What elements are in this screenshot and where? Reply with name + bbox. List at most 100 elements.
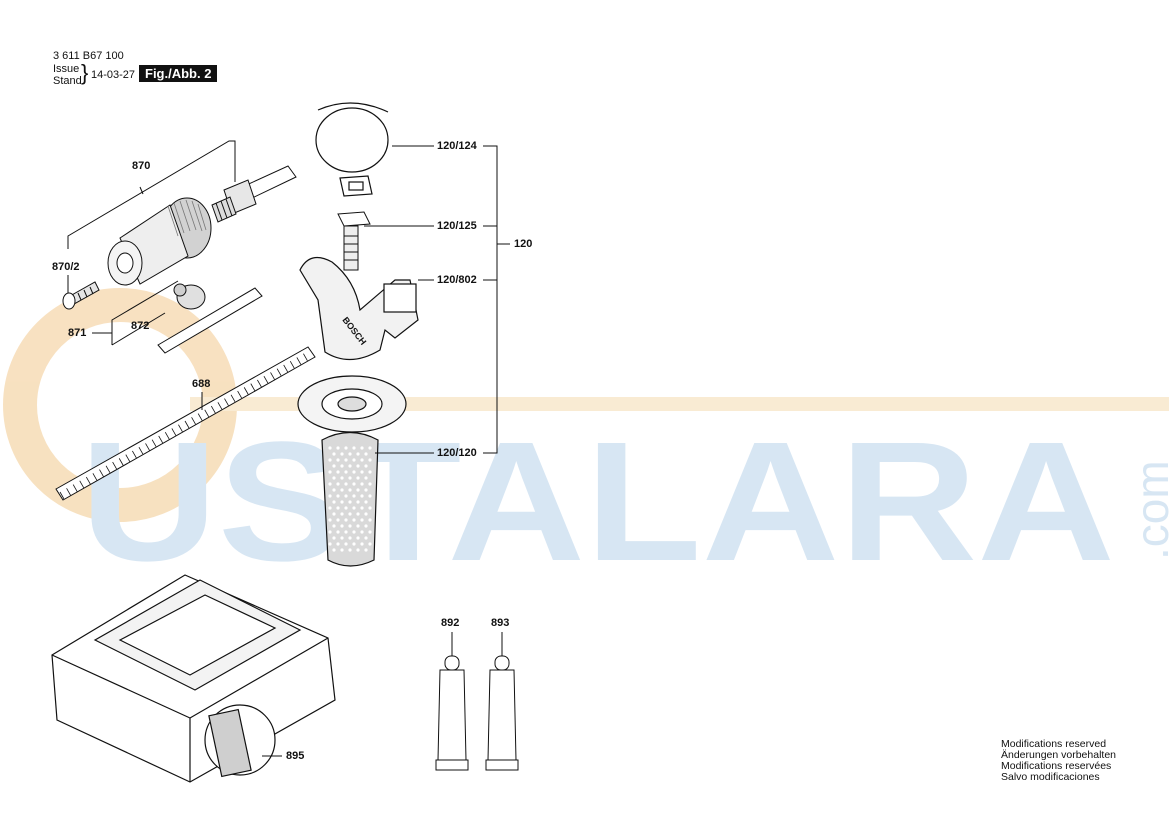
rod-tick: [178, 424, 183, 432]
rod-tick: [79, 480, 85, 488]
grip-texture-dot: [328, 530, 332, 534]
grip-texture-dot: [328, 446, 332, 450]
rod-tick: [283, 364, 289, 373]
grip-texture-dot: [336, 530, 340, 534]
grease-tube-893: [485, 632, 519, 771]
rod-tick: [132, 450, 137, 459]
grip-texture-dot: [352, 494, 356, 498]
grip-texture-dot: [360, 506, 364, 510]
modifications-notice: Modifications reserved Änderungen vorbeh…: [1001, 739, 1116, 783]
carrying-case-part: [51, 574, 336, 783]
grip-texture-dot: [344, 470, 348, 474]
grip-texture-dot: [368, 530, 372, 534]
grip-texture-dot: [368, 542, 372, 546]
grip-texture-dot: [344, 530, 348, 534]
rod-tick: [276, 368, 282, 376]
grip-texture-dot: [368, 446, 372, 450]
grip-texture-dot: [328, 494, 332, 498]
grip-texture-dot: [328, 458, 332, 462]
callout-120-120: 120/120: [437, 447, 477, 459]
grip-texture-dot: [368, 470, 372, 474]
grip-texture-dot: [356, 524, 360, 528]
grip-texture-dot: [348, 452, 352, 456]
grip-texture-dot: [360, 542, 364, 546]
callout-120-124: 120/124: [437, 140, 477, 152]
rod-tick: [237, 390, 242, 399]
rod-tick: [145, 443, 150, 451]
grip-texture-dot: [336, 506, 340, 510]
rod-tick: [184, 420, 190, 429]
issue-brace: }: [81, 60, 89, 85]
grip-texture-dot: [332, 524, 336, 528]
grip-texture-dot: [336, 446, 340, 450]
grip-texture-dot: [356, 548, 360, 552]
rod-tick: [270, 372, 275, 380]
callout-892: 892: [441, 617, 460, 629]
grip-texture-dot: [352, 482, 356, 486]
side-handle-grip-part: [297, 375, 407, 567]
grip-texture-dot: [328, 482, 332, 486]
grip-texture-dot: [356, 452, 360, 456]
rod-tick: [263, 375, 269, 384]
grip-texture-dot: [340, 512, 344, 516]
grip-texture-dot: [344, 458, 348, 462]
grip-texture-dot: [360, 530, 364, 534]
issue-date: 14-03-27: [91, 69, 136, 81]
callout-893: 893: [491, 617, 510, 629]
rod-tick: [197, 413, 203, 421]
grip-texture-dot: [332, 536, 336, 540]
grip-texture-dot: [364, 488, 368, 492]
grip-texture-dot: [348, 464, 352, 468]
rod-tick: [210, 405, 216, 414]
grip-texture-dot: [368, 518, 372, 522]
rod-tick: [171, 428, 177, 436]
grip-texture-dot: [368, 458, 372, 462]
bracket-120: [364, 145, 510, 454]
grip-texture-dot: [332, 512, 336, 516]
callout-120: 120: [514, 238, 533, 250]
grip-texture-dot: [368, 506, 372, 510]
handle-bracket-part: BOSCH: [299, 256, 419, 361]
grip-texture-dot: [352, 542, 356, 546]
grip-texture-dot: [336, 458, 340, 462]
drill-chuck-part: [107, 197, 212, 286]
grip-texture-dot: [340, 488, 344, 492]
issue-label: Issue: [53, 63, 80, 75]
grip-texture-dot: [336, 542, 340, 546]
grip-texture-dot: [340, 536, 344, 540]
rod-tick: [92, 473, 98, 481]
grip-texture-dot: [328, 506, 332, 510]
rod-tick: [164, 432, 170, 440]
grease-tube-892: [435, 632, 469, 771]
grip-texture-dot: [352, 446, 356, 450]
grip-texture-dot: [348, 476, 352, 480]
rod-tick: [118, 458, 124, 466]
rod-tick: [66, 488, 71, 496]
rod-tick: [257, 379, 262, 388]
grip-texture-dot: [344, 518, 348, 522]
grip-texture-dot: [344, 482, 348, 486]
rod-tick: [204, 409, 210, 417]
rod-tick: [303, 353, 308, 361]
rod-tick: [296, 357, 302, 365]
grip-texture-dot: [332, 548, 336, 552]
watermark: USTALARA .com: [3, 288, 1169, 597]
callout-872: 872: [131, 320, 150, 332]
grip-texture-dot: [364, 476, 368, 480]
grip-texture-dot: [348, 536, 352, 540]
strap-band-part: [315, 102, 389, 197]
grip-texture-dot: [344, 542, 348, 546]
rod-tick: [217, 402, 223, 410]
grip-texture-dot: [356, 488, 360, 492]
callout-688: 688: [192, 378, 211, 390]
callout-120-802: 120/802: [437, 274, 477, 286]
grip-texture-dot: [340, 548, 344, 552]
rod-tick: [99, 469, 104, 477]
grip-texture-dot: [364, 512, 368, 516]
part-number: 3 611 B67 100: [53, 50, 124, 62]
grip-texture-dot: [340, 500, 344, 504]
modifications-line: Modifications reservées: [1001, 760, 1112, 772]
grip-texture-dot: [352, 470, 356, 474]
grip-texture-dot: [356, 500, 360, 504]
